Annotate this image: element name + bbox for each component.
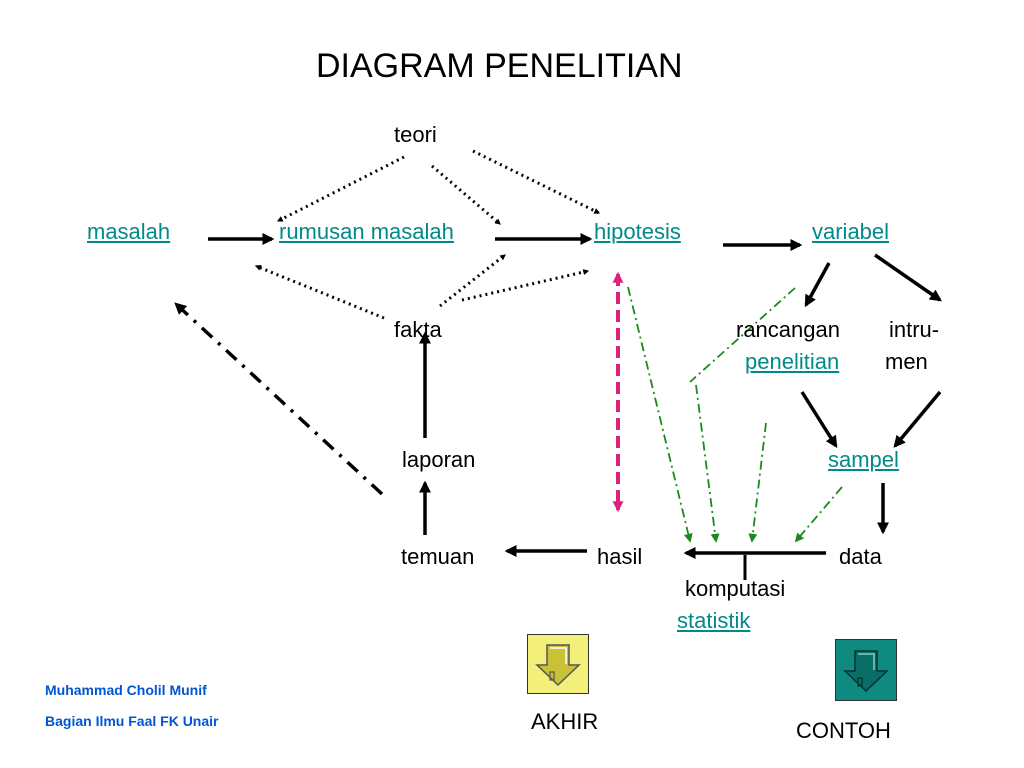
credit-author: Muhammad Cholil Munif — [45, 682, 207, 698]
arrow-rancangan-to-sampel — [800, 391, 838, 449]
arrow-fakta-to-hipotesis-a — [439, 253, 506, 308]
node-hipotesis-link[interactable]: hipotesis — [594, 219, 681, 244]
arrow-teori-to-hipotesis-b — [472, 149, 601, 215]
arrow-teori-to-hipotesis-a — [431, 164, 501, 226]
node-teori: teori — [394, 122, 437, 147]
node-penelitian-link[interactable]: penelitian — [745, 349, 840, 374]
node-komputasi: komputasi — [685, 576, 786, 601]
node-fakta: fakta — [394, 317, 442, 342]
node-masalah-link[interactable]: masalah — [87, 219, 171, 244]
arrow-variabel-to-rancangan — [804, 262, 831, 308]
akhir-label: AKHIR — [531, 709, 599, 734]
arrow-green-rancangan-to-hasil — [695, 384, 720, 543]
arrow-fakta-to-rumusan — [254, 264, 385, 320]
node-rancangan: rancangan — [736, 317, 840, 342]
node-data: data — [839, 544, 882, 569]
arrow-green-hipotesis-to-hasil — [627, 286, 693, 543]
arrow-variabel-to-intrumen — [874, 253, 942, 302]
down-arrow-icon — [843, 650, 889, 693]
arrow-green-sampel-to-hasil — [794, 486, 843, 543]
contoh-button[interactable] — [835, 639, 897, 701]
arrow-fakta-to-hipotesis-b — [461, 269, 590, 302]
arrow-teori-to-rumusan — [276, 155, 405, 223]
node-laporan: laporan — [402, 447, 476, 472]
contoh-label: CONTOH — [796, 718, 891, 743]
credit-department: Bagian Ilmu Faal FK Unair — [45, 713, 219, 729]
arrow-feedback-to-masalah — [174, 302, 384, 496]
node-hasil: hasil — [597, 544, 643, 569]
page-title: DIAGRAM PENELITIAN — [316, 47, 683, 85]
arrow-green-variabel-to-rancangan — [689, 287, 796, 383]
node-sampel-link[interactable]: sampel — [828, 447, 899, 472]
arrow-intrumen-to-sampel — [893, 390, 942, 448]
node-men: men — [885, 349, 928, 374]
node-rumusan-masalah-link[interactable]: rumusan masalah — [279, 219, 454, 244]
node-statistik-link[interactable]: statistik — [677, 608, 751, 633]
akhir-button[interactable] — [527, 634, 589, 694]
node-variabel-link[interactable]: variabel — [812, 219, 890, 244]
arrow-green-intrumen-to-hasil — [748, 422, 767, 543]
node-temuan: temuan — [401, 544, 475, 569]
node-intru: intru- — [889, 317, 940, 342]
down-arrow-icon — [535, 644, 581, 687]
